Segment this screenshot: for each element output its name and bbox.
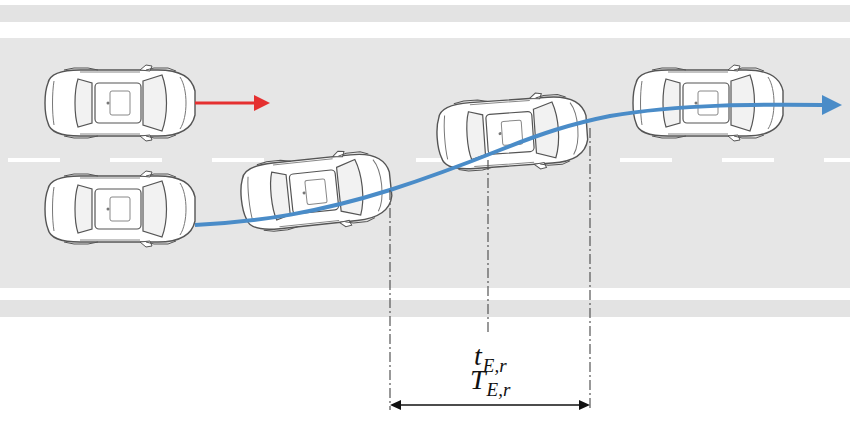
velocity-arrow (195, 102, 258, 105)
lane-marking (8, 158, 850, 162)
car (435, 90, 590, 176)
arrow-head (822, 95, 842, 115)
trajectory (195, 105, 835, 225)
road-edge (0, 5, 850, 22)
arrow-head (254, 95, 270, 111)
arrow-head (390, 400, 590, 410)
reference-lines (390, 128, 590, 410)
symbol-subscript: E,r (487, 379, 511, 400)
road-surface (0, 38, 850, 288)
symbol-letter: T (470, 364, 486, 395)
symbol-subscript: E,r (483, 355, 507, 376)
car (237, 146, 394, 237)
car (45, 171, 195, 247)
car (45, 65, 195, 141)
duration-label: TE,r (470, 366, 510, 394)
duration-arrow (398, 404, 582, 406)
road-edge (0, 300, 850, 317)
